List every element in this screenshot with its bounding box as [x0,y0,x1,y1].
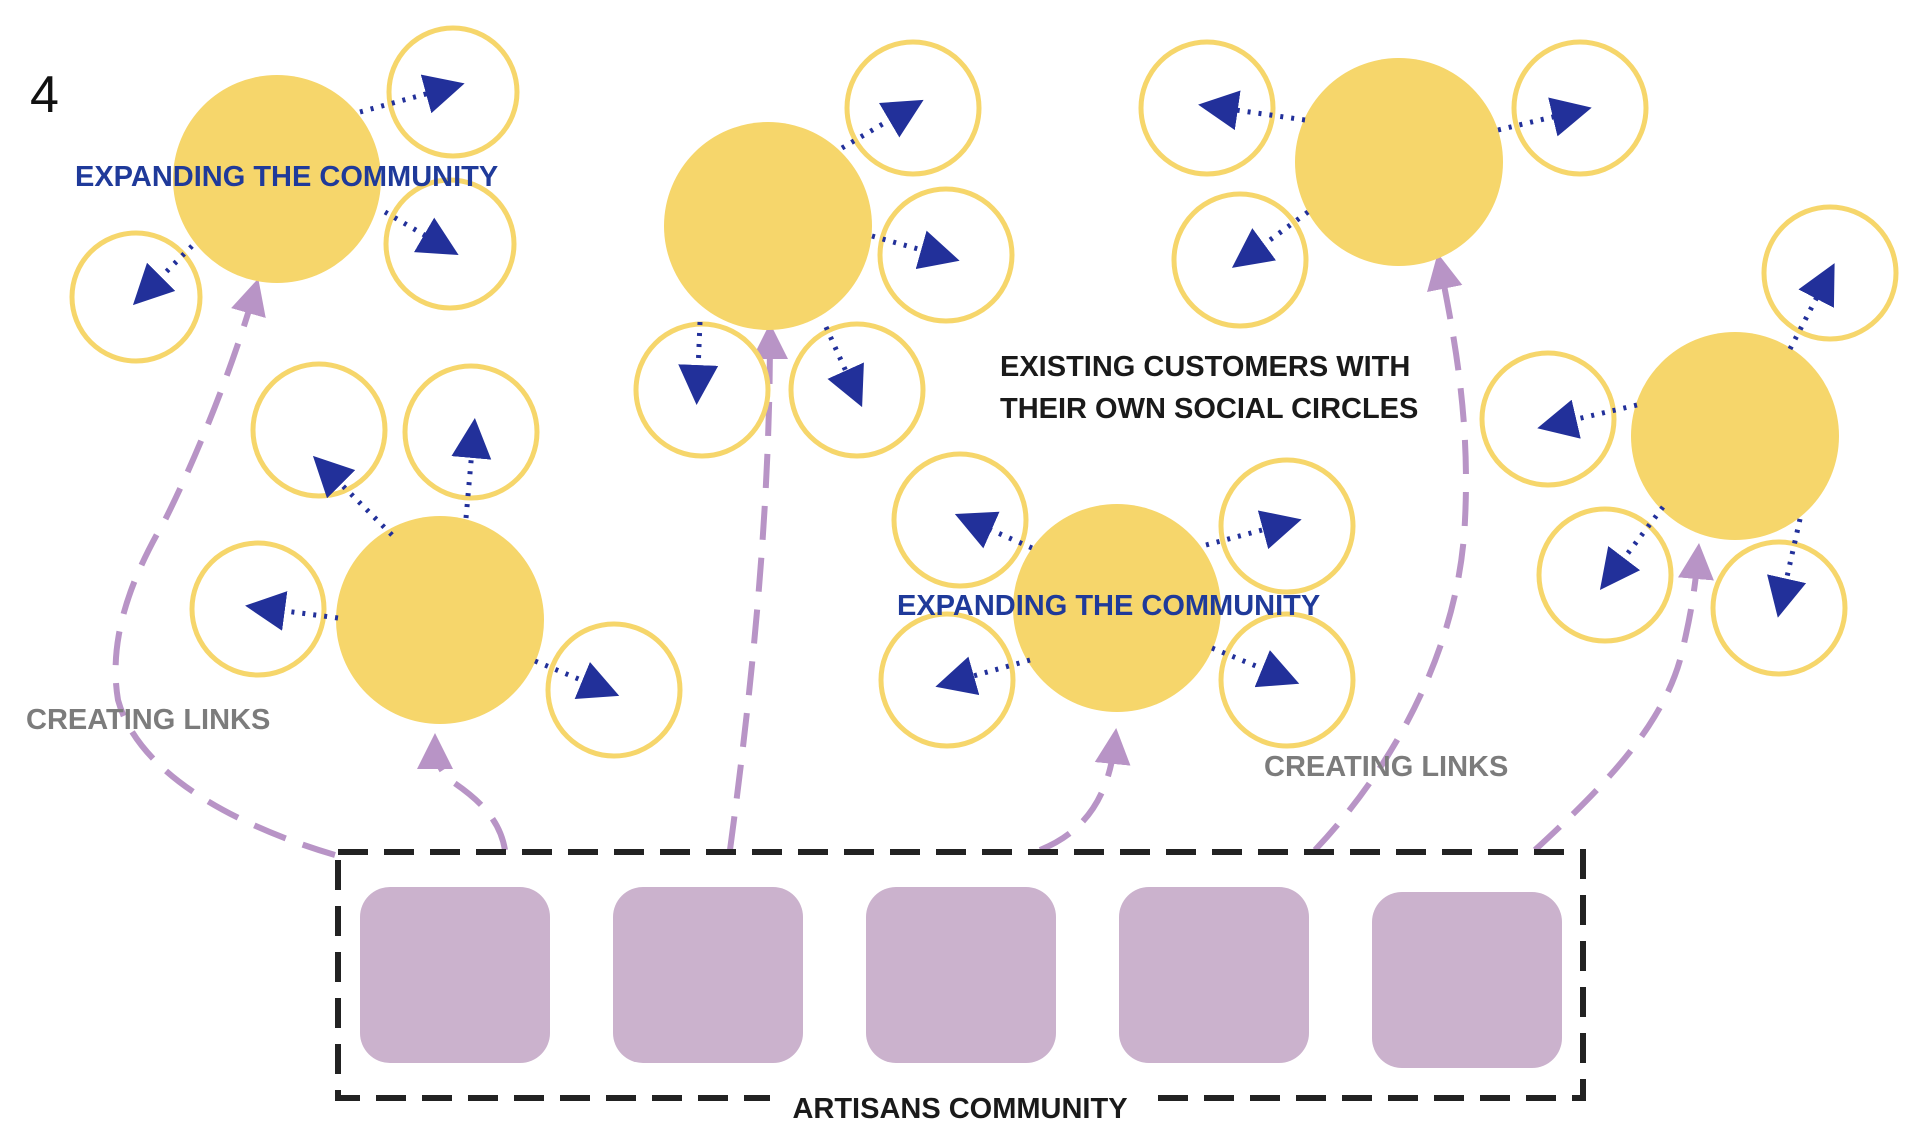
social-circle [633,321,771,459]
arrow [1205,510,1302,550]
social-circle [891,451,1029,589]
customer-circle [1295,58,1503,266]
arrow [245,591,339,631]
social-circle [1218,611,1356,749]
arrow [823,325,864,408]
social-circle [250,361,388,499]
social-circle [1218,457,1356,595]
existing-customers-line2: THEIR OWN SOCIAL CIRCLES [1000,393,1418,425]
social-circle [545,621,683,759]
social-circle [788,321,926,459]
artisans-group [360,887,1562,1068]
customer-circle [336,516,544,724]
customer-cluster [69,25,520,364]
customer-cluster [633,39,1015,459]
customer-cluster [1479,204,1899,677]
artisans-community-label: ARTISANS COMMUNITY [792,1093,1127,1122]
arrow [1767,518,1807,618]
arrow [954,511,1034,551]
artisan-tile [613,887,803,1063]
social-circle [1171,191,1309,329]
social-circle [1761,204,1899,342]
arrow [1537,399,1638,439]
customer-circle [1631,332,1839,540]
customer-cluster [189,361,683,759]
arrow [678,321,719,405]
social-circle [877,186,1015,324]
social-circle [402,363,540,501]
customer-cluster [878,451,1356,749]
social-circle [1138,39,1276,177]
social-circle [69,230,203,364]
social-circle [383,177,517,311]
link-path-3 [727,323,788,851]
arrow [534,658,620,700]
customer-circle [173,75,381,283]
expanding-community-label-middle: EXPANDING THE COMMUNITY [897,590,1320,622]
social-circle [386,25,520,159]
artisans-community-box [335,849,1586,1101]
artisans-label-background [770,1085,1150,1122]
link-path-5 [1312,253,1469,853]
social-circle [189,540,327,678]
social-circle [1710,539,1848,677]
creating-links-label-right: CREATING LINKS [1264,751,1508,783]
arrow [132,244,194,306]
figure-number: 4 [30,66,59,124]
social-circle [878,611,1016,749]
link-path-1 [112,278,336,858]
arrow [383,209,459,256]
arrow [451,418,492,519]
customer-circle [1013,504,1221,712]
social-circle [1536,506,1674,644]
customer-circle [664,122,872,330]
link-path-6 [1532,543,1714,853]
social-circle [1511,39,1649,177]
social-circle [1479,350,1617,488]
creating-links [112,253,1714,858]
creating-links-label-left: CREATING LINKS [26,704,270,736]
artisan-tile [1119,887,1309,1063]
link-path-4 [1038,728,1131,853]
arrow [871,230,960,270]
social-circle [844,39,982,177]
artisan-tile [360,887,550,1063]
arrow [935,656,1031,696]
artisan-tile [866,887,1056,1063]
arrow [1599,505,1665,590]
expanding-community-label-top: EXPANDING THE COMMUNITY [75,161,498,193]
existing-customers-line1: EXISTING CUSTOMERS WITH [1000,351,1410,383]
artisan-tile [1372,892,1562,1068]
link-path-2 [417,733,508,851]
customer-cluster [1138,39,1649,329]
